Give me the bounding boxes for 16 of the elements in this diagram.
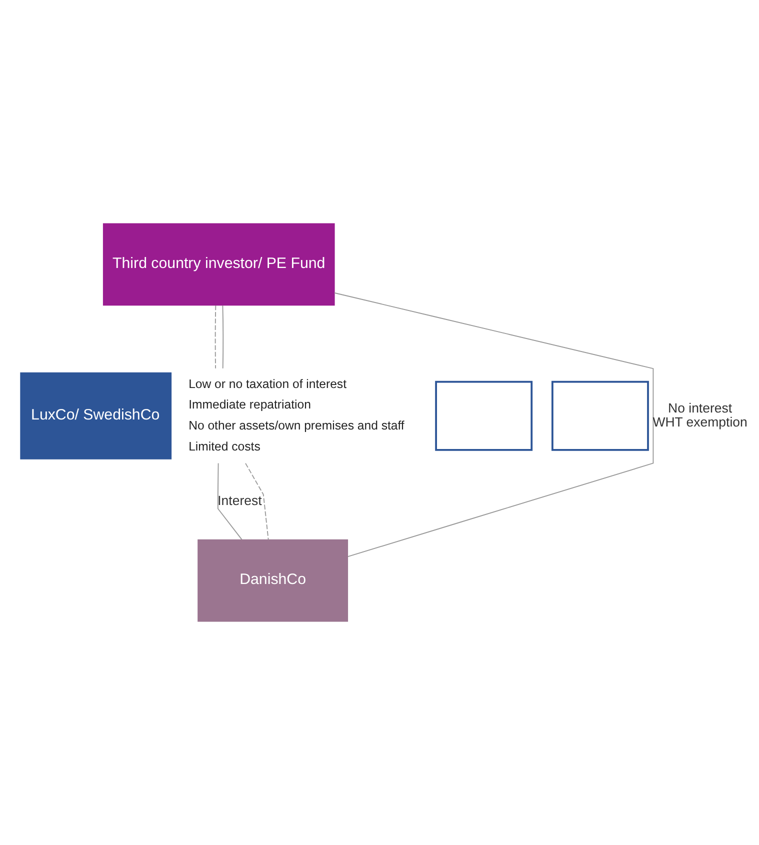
edge-label: No interest WHT exemption — [652, 400, 748, 430]
connector — [245, 462, 269, 540]
edge-label: Interest — [218, 493, 262, 508]
node-label: No other assets/own premises and staff — [188, 418, 404, 432]
connector — [222, 305, 224, 369]
node-label: Low or no taxation of interest — [188, 376, 346, 391]
node-box: DanishCo — [198, 539, 348, 622]
node-box — [551, 380, 649, 451]
connector — [214, 305, 216, 369]
node-box: LuxCo/ SwedishCo — [20, 372, 172, 460]
node-box: Third country investor/ PE Fund — [102, 223, 335, 306]
node-box — [435, 380, 533, 451]
connector — [217, 462, 242, 540]
node-label: Immediate repatriation — [188, 398, 311, 412]
connector — [334, 292, 654, 558]
node-label: Limited costs — [188, 439, 260, 454]
